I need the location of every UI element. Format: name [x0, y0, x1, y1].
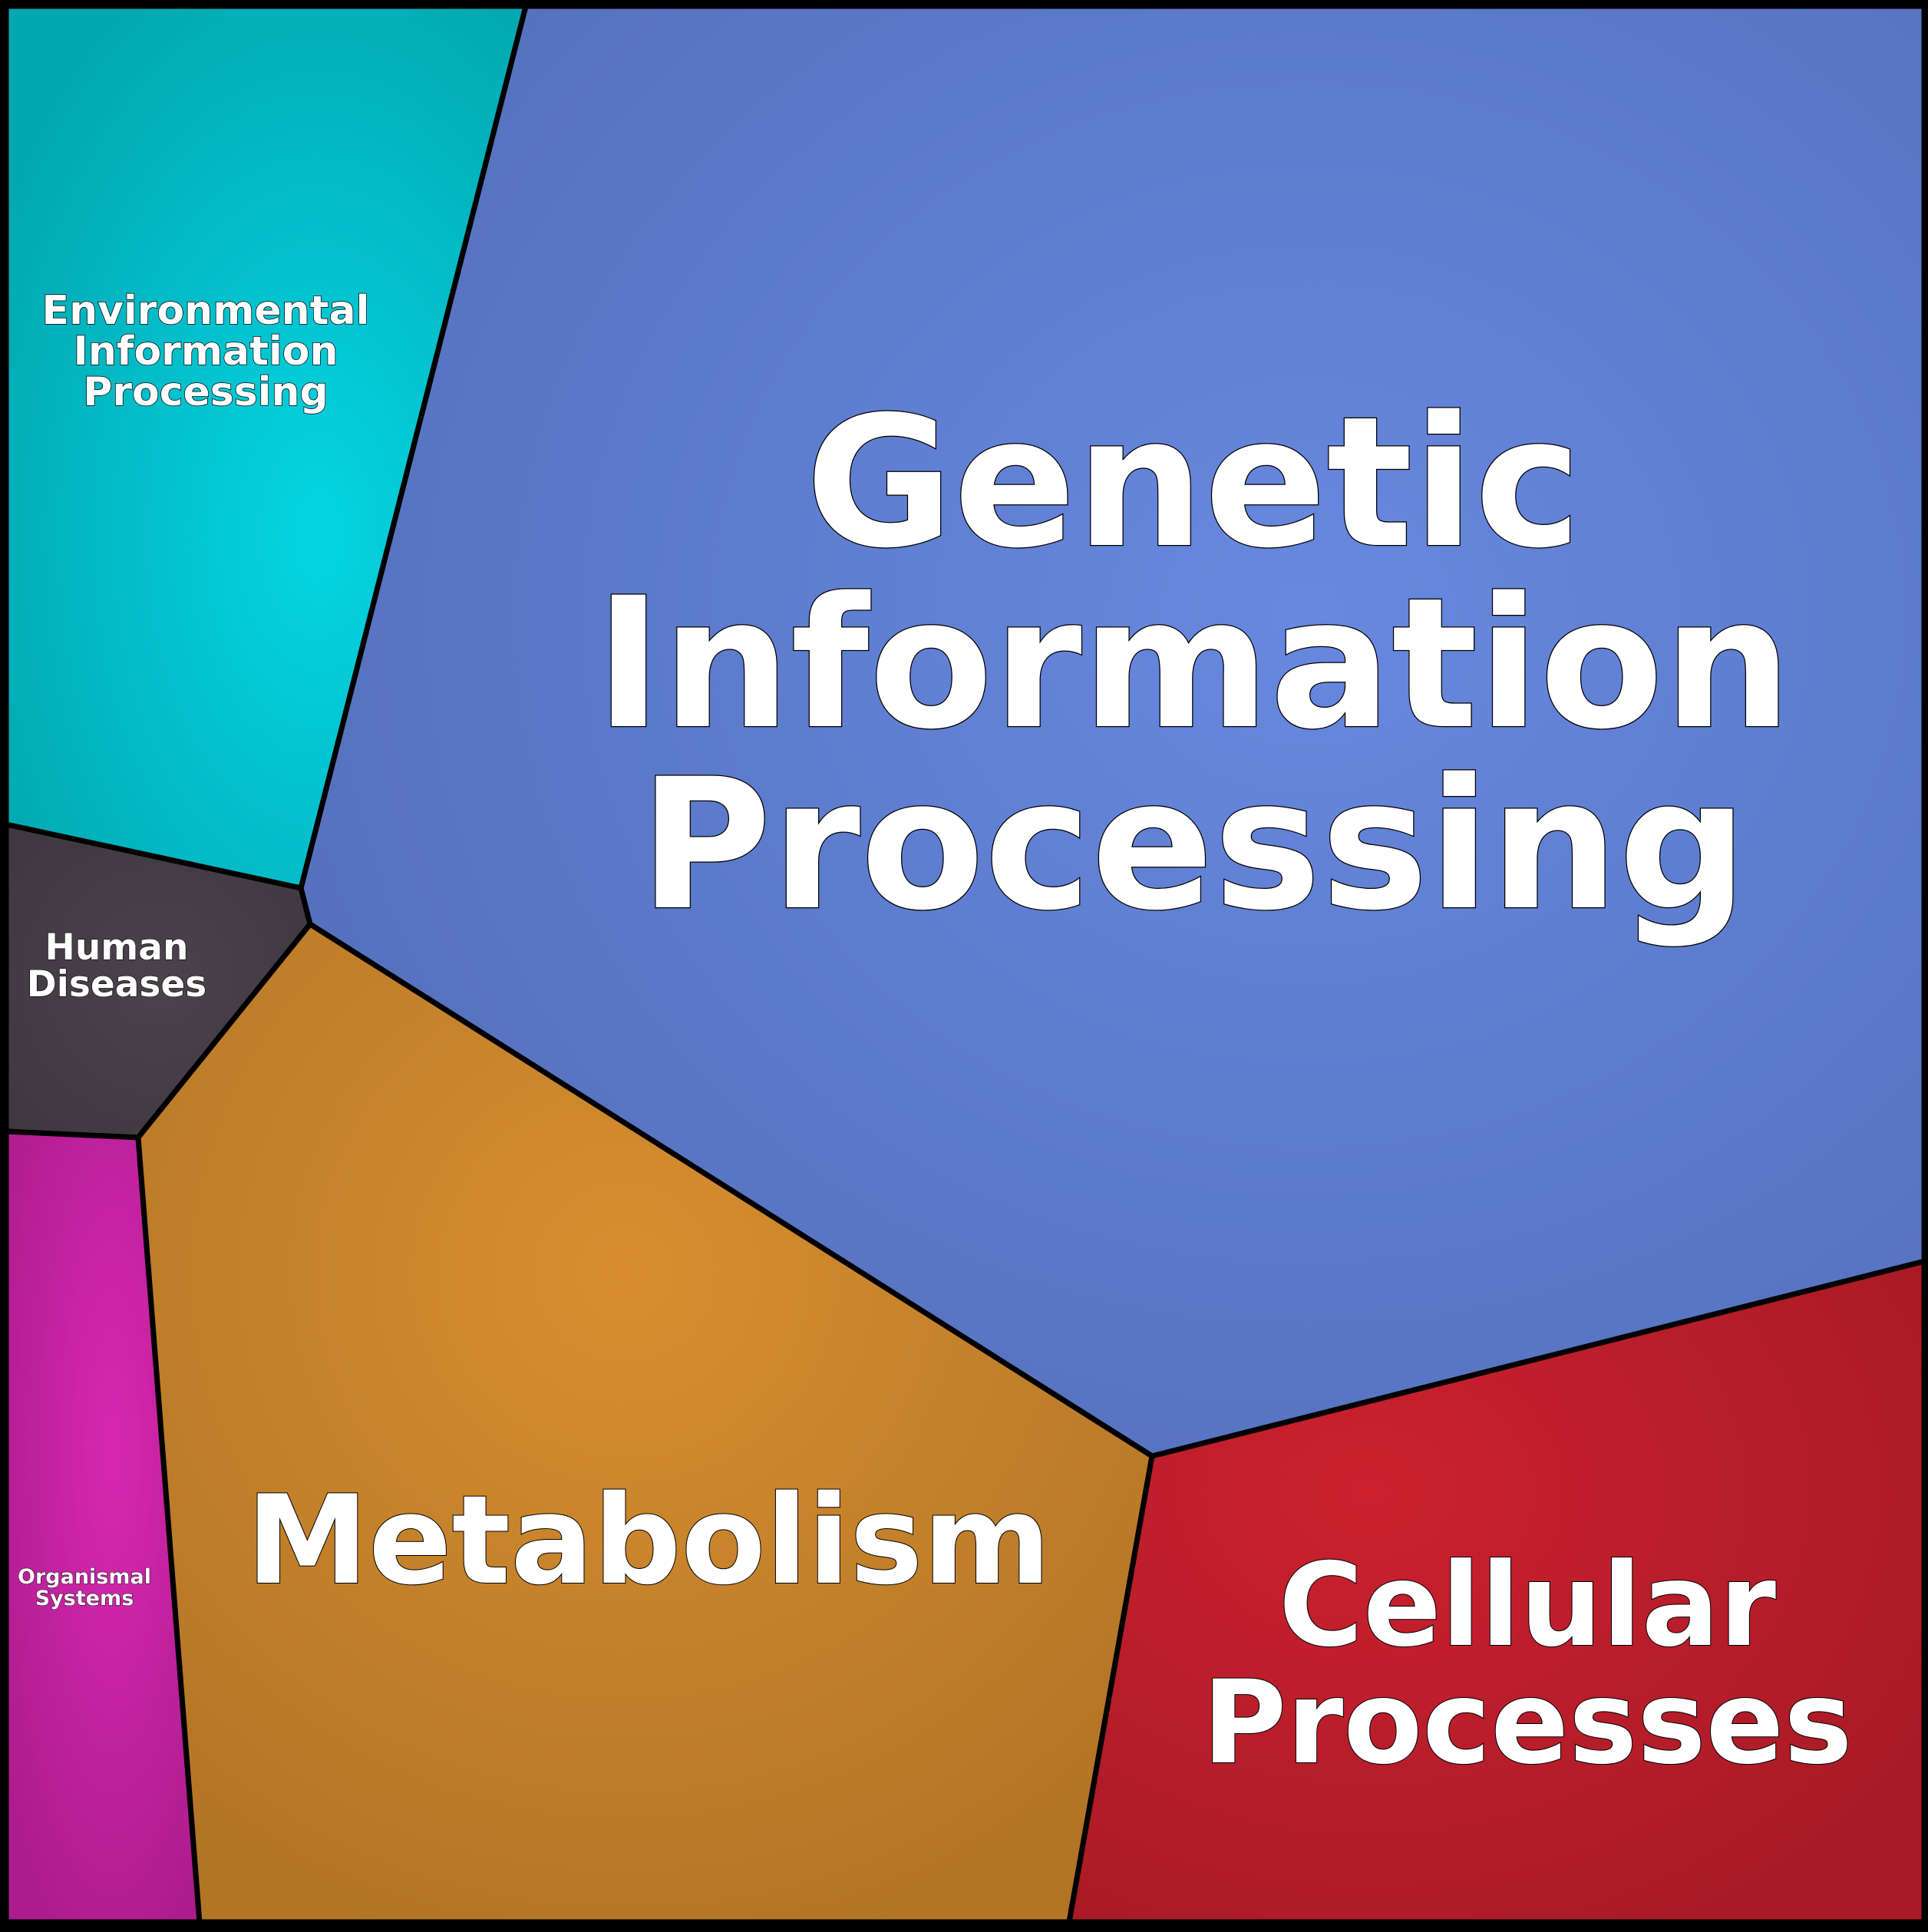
region-label-line: Processing	[83, 369, 328, 415]
region-label-line: Systems	[35, 1587, 134, 1610]
region-label-line: Environmental	[42, 288, 370, 334]
region-label-line: Information	[73, 329, 338, 375]
region-label-line: Processing	[639, 741, 1748, 950]
region-label-line: Information	[595, 560, 1791, 769]
region-label-metabolism: Metabolism	[246, 1468, 1051, 1612]
region-label-line: Cellular	[1279, 1539, 1776, 1673]
region-label-line: Human	[45, 926, 189, 969]
region-label-line: Genetic	[805, 378, 1581, 588]
region-label-line: Metabolism	[246, 1468, 1051, 1612]
region-label-line: Processes	[1202, 1656, 1852, 1790]
region-label-line: Diseases	[27, 963, 207, 1006]
region-label-line: Organismal	[18, 1565, 151, 1589]
